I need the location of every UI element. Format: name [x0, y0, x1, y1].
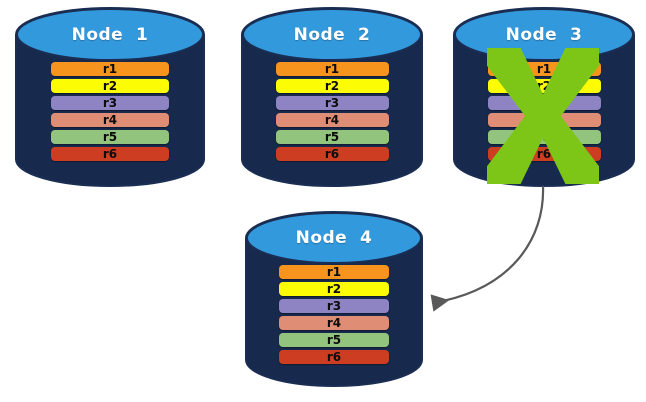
replica-row-r1[interactable]: r1 [487, 62, 601, 76]
replica-row-r2[interactable]: r2 [275, 79, 389, 93]
cylinder-top-ellipse [246, 212, 422, 264]
replica-row-r2[interactable]: r2 [279, 282, 389, 296]
replica-row-r5[interactable]: r5 [275, 130, 389, 144]
replica-row-r5[interactable]: r5 [279, 333, 389, 347]
replica-row-r3[interactable]: r3 [279, 299, 389, 313]
replica-row-r2[interactable]: r2 [487, 79, 601, 93]
replica-row-r1[interactable]: r1 [51, 62, 169, 76]
replica-row-r1[interactable]: r1 [279, 265, 389, 279]
replica-row-r2[interactable]: r2 [51, 79, 169, 93]
replica-row-r3[interactable]: r3 [275, 96, 389, 110]
replica-row-r6[interactable]: r6 [487, 147, 601, 161]
replica-row-r6[interactable]: r6 [275, 147, 389, 161]
replica-row-r4[interactable]: r4 [275, 113, 389, 127]
replica-row-r4[interactable]: r4 [279, 316, 389, 330]
node-row-list: r1 r2 r3 r4 r5 r6 [246, 265, 422, 364]
cylinder-top-ellipse [242, 8, 422, 61]
replica-row-r4[interactable]: r4 [51, 113, 169, 127]
node-row-list: r1 r2 r3 r4 r5 r6 [454, 62, 634, 161]
replica-row-r3[interactable]: r3 [487, 96, 601, 110]
cylinder-top-ellipse [454, 8, 634, 61]
cylinder-top-ellipse [16, 8, 204, 61]
replica-row-r3[interactable]: r3 [51, 96, 169, 110]
arrow-path [430, 185, 545, 312]
replica-row-r4[interactable]: r4 [487, 113, 601, 127]
node-row-list: r1 r2 r3 r4 r5 r6 [242, 62, 422, 161]
replica-row-r6[interactable]: r6 [51, 147, 169, 161]
replica-row-r5[interactable]: r5 [51, 130, 169, 144]
replica-row-r5[interactable]: r5 [487, 130, 601, 144]
replica-row-r6[interactable]: r6 [279, 350, 389, 364]
replica-row-r1[interactable]: r1 [275, 62, 389, 76]
node-row-list: r1 r2 r3 r4 r5 r6 [16, 62, 204, 161]
